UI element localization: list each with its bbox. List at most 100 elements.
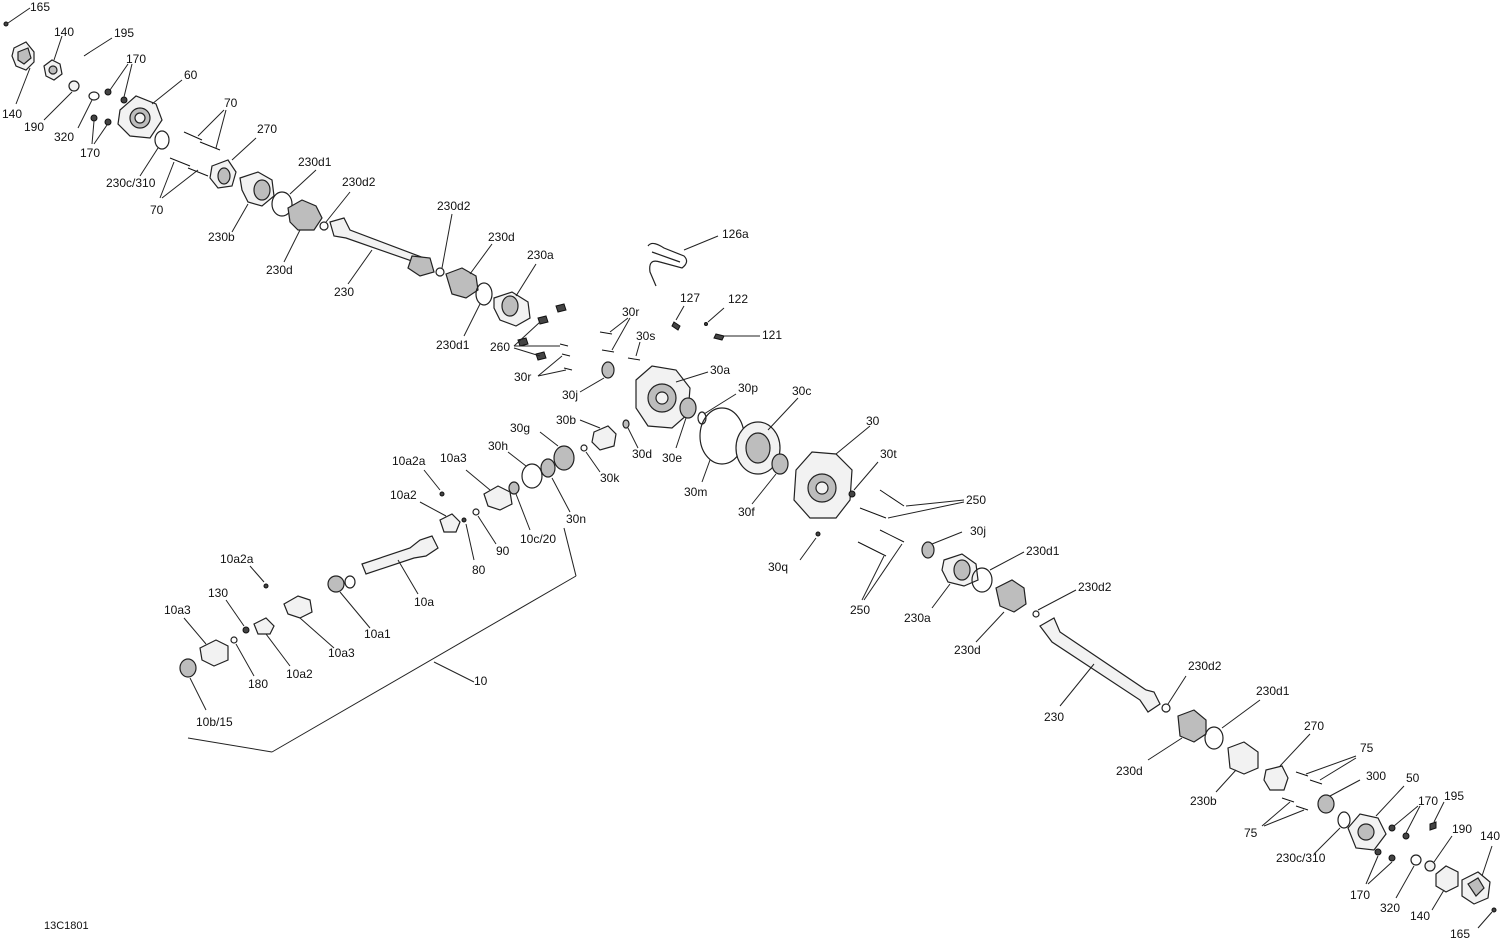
callout-230d1: 230d1 (1256, 684, 1290, 698)
callout-140: 140 (1480, 829, 1500, 843)
part-30e-bearing (679, 397, 697, 419)
callout-10a2a: 10a2a (392, 454, 426, 468)
callout-260: 260 (490, 340, 510, 354)
callout-10a3: 10a3 (164, 603, 191, 617)
callout-190: 190 (1452, 822, 1472, 836)
callout-126a: 126a (722, 227, 749, 241)
lower-right-hub-assembly (921, 531, 1497, 929)
callout-30m: 30m (684, 485, 707, 499)
upper-left-hub-assembly (3, 7, 537, 337)
part-230b-cv-joint-b (1227, 741, 1259, 775)
callout-10a: 10a (414, 595, 434, 609)
callout-30f: 30f (738, 505, 755, 519)
callout-30n: 30n (566, 512, 586, 526)
callout-230c-310: 230c/310 (106, 176, 156, 190)
part-30b-pinion (591, 425, 617, 451)
callout-10a3: 10a3 (328, 646, 355, 660)
differential-assembly (507, 235, 965, 601)
part-30f-bearing (771, 453, 789, 475)
callout-10a3: 10a3 (440, 451, 467, 465)
part-270-bearing-b (1263, 765, 1289, 791)
callout-230: 230 (1044, 710, 1064, 724)
callout-60: 60 (184, 68, 198, 82)
part-30j-seal (601, 361, 615, 379)
part-190-nut (68, 80, 80, 92)
callout-30k: 30k (600, 471, 620, 485)
callout-230d: 230d (488, 230, 515, 244)
callout-270: 270 (1304, 719, 1324, 733)
part-10a3-yoke (483, 485, 513, 511)
callout-30e: 30e (662, 451, 682, 465)
callout-230a: 230a (527, 248, 554, 262)
callout-230d2: 230d2 (1188, 659, 1222, 673)
callout-230d1: 230d1 (298, 155, 332, 169)
callout-30r: 30r (514, 370, 531, 384)
callout-90: 90 (496, 544, 510, 558)
callout-170: 170 (1418, 794, 1438, 808)
callout-10a2: 10a2 (286, 667, 313, 681)
callout-30q: 30q (768, 560, 788, 574)
callout-30s: 30s (636, 329, 655, 343)
callout-130: 130 (208, 586, 228, 600)
part-10a-tube (361, 535, 439, 575)
callout-230a: 230a (904, 611, 931, 625)
callout-230d: 230d (954, 643, 981, 657)
callout-190: 190 (24, 120, 44, 134)
part-10a3-yoke-c (199, 639, 229, 667)
callout-30t: 30t (880, 447, 897, 461)
callout-140: 140 (2, 107, 22, 121)
callout-250: 250 (850, 603, 870, 617)
callout-230d2: 230d2 (1078, 580, 1112, 594)
part-30h-shim (521, 463, 543, 489)
part-10b-seal (179, 658, 197, 678)
callout-50: 50 (1406, 771, 1420, 785)
driveshaft-assembly (179, 469, 577, 753)
part-165-dot (3, 21, 9, 27)
part-140-nut-b (1435, 865, 1459, 893)
callout-230d2: 230d2 (437, 199, 471, 213)
callout-140: 140 (54, 25, 74, 39)
callout-230d: 230d (1116, 764, 1143, 778)
callout-320: 320 (54, 130, 74, 144)
callout-75: 75 (1360, 741, 1374, 755)
callout-10a2a: 10a2a (220, 552, 254, 566)
callout-10: 10 (474, 674, 488, 688)
part-230c-ring (154, 130, 170, 150)
callout-30g: 30g (510, 421, 530, 435)
callout-10c-20: 10c/20 (520, 532, 556, 546)
callout-30a: 30a (710, 363, 730, 377)
callout-230: 230 (334, 285, 354, 299)
callout-230d1: 230d1 (436, 338, 470, 352)
callout-30r: 30r (622, 305, 639, 319)
callout-30h: 30h (488, 439, 508, 453)
callout-80: 80 (472, 563, 486, 577)
callout-10a2: 10a2 (390, 488, 417, 502)
callout-10b-15: 10b/15 (196, 715, 233, 729)
callout-230d: 230d (266, 263, 293, 277)
part-230d1-clamp (271, 191, 293, 217)
callout-170: 170 (126, 52, 146, 66)
callout-270: 270 (257, 122, 277, 136)
callout-30p: 30p (738, 381, 758, 395)
part-230-shaft-b (1039, 617, 1161, 713)
callout-180: 180 (248, 677, 268, 691)
callout-30d: 30d (632, 447, 652, 461)
callout-30: 30 (866, 414, 880, 428)
part-320-washer (88, 91, 100, 101)
callout-127: 127 (680, 291, 700, 305)
callout-230b: 230b (208, 230, 235, 244)
callout-300: 300 (1366, 769, 1386, 783)
part-30g-bearing (553, 445, 575, 471)
callout-170: 170 (1350, 888, 1370, 902)
callout-30j: 30j (970, 524, 986, 538)
callout-10a1: 10a1 (364, 627, 391, 641)
callout-70: 70 (224, 96, 238, 110)
callout-30j: 30j (562, 388, 578, 402)
callout-230d2: 230d2 (342, 175, 376, 189)
part-10a1-bearing (327, 575, 345, 593)
callout-165: 165 (30, 0, 50, 14)
part-126a-hose (647, 242, 688, 287)
callout-75: 75 (1244, 826, 1258, 840)
